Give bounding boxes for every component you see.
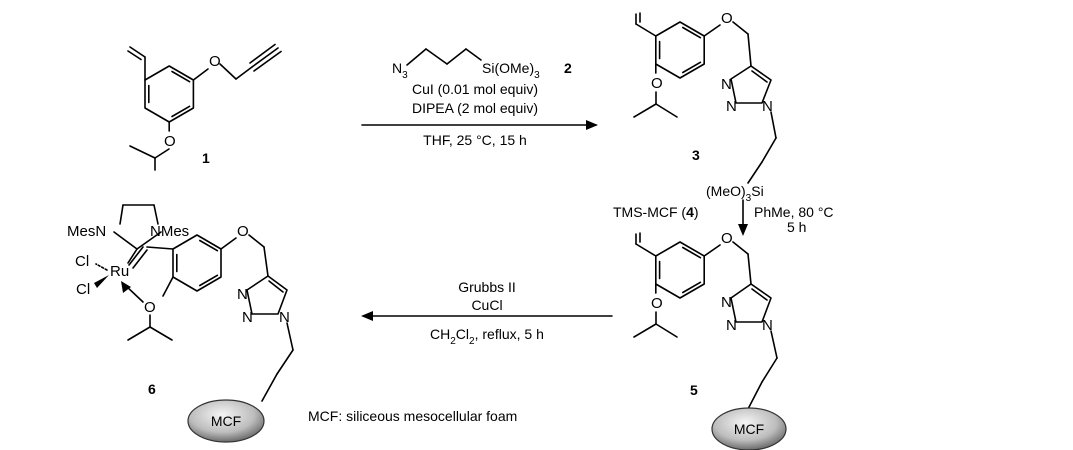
nitrogen-atom: N	[721, 76, 732, 93]
reaction-conditions: THF, 25 °C, 15 h	[423, 132, 527, 148]
reagent-line: 5 h	[787, 219, 806, 235]
reagent-line: DIPEA (2 mol equiv)	[412, 100, 538, 116]
silyl-label: (MeO)3Si	[706, 183, 764, 204]
mcf-bead-label: MCF	[734, 421, 764, 437]
chloride-atom: Cl	[75, 253, 89, 270]
silane-label: Si(OMe)3	[482, 60, 540, 81]
reagent-line: PhMe, 80 °C	[754, 204, 834, 220]
mes-nitrogen-label: NMes	[150, 223, 189, 240]
ruthenium-atom: Ru	[110, 263, 129, 280]
reagent-line: CuI (0.01 mol equiv)	[412, 81, 538, 97]
reaction-arrow-1: N3 Si(OMe)3 2 CuI (0.01 mol equiv) DIPEA…	[361, 48, 598, 148]
compound-3: O N N N (MeO)3Si O 3	[633, 10, 777, 204]
compound-label: 1	[202, 150, 210, 166]
azide-label: N3	[392, 60, 408, 81]
mes-nitrogen-label: MesN	[67, 223, 106, 240]
reagent-line: TMS-MCF (4)	[613, 204, 699, 220]
reaction-arrow-3: Grubbs II CuCl CH2Cl2, reflux, 5 h	[361, 279, 613, 347]
nitrogen-atom: N	[721, 294, 732, 311]
nitrogen-atom: N	[762, 317, 773, 334]
nitrogen-atom: N	[726, 317, 737, 334]
nitrogen-atom: N	[279, 309, 290, 326]
nitrogen-atom: N	[237, 286, 248, 303]
compound-1: O O 1	[127, 43, 282, 171]
reagent-line: CuCl	[471, 297, 502, 313]
reaction-arrow-2: TMS-MCF (4) PhMe, 80 °C 5 h	[613, 199, 834, 236]
mcf-bead	[711, 407, 787, 450]
chloride-atom: Cl	[76, 281, 90, 298]
oxygen-atom: O	[144, 299, 156, 316]
nitrogen-atom: N	[762, 98, 773, 115]
oxygen-atom: O	[721, 10, 733, 27]
reagent-line: Grubbs II	[458, 279, 516, 295]
mcf-bead-label: MCF	[211, 413, 241, 429]
compound-label: 6	[148, 381, 156, 397]
oxygen-atom: O	[164, 133, 176, 150]
mcf-bead	[187, 399, 265, 443]
compound-label: 3	[692, 147, 700, 163]
oxygen-atom: O	[721, 230, 733, 247]
compound-5: O N N N O 5 MCF	[633, 230, 787, 450]
compound-label: 5	[690, 382, 698, 398]
oxygen-atom: O	[237, 223, 249, 240]
oxygen-atom: O	[651, 295, 663, 312]
compound-6: MesN NMes Ru Cl Cl O N N N O	[67, 204, 294, 443]
oxygen-atom: O	[651, 75, 663, 92]
nitrogen-atom: N	[726, 98, 737, 115]
reaction-conditions: CH2Cl2, reflux, 5 h	[430, 326, 544, 347]
compound-label: 2	[564, 60, 572, 76]
oxygen-atom: O	[209, 53, 221, 70]
mcf-legend: MCF: siliceous mesocellular foam	[308, 408, 517, 424]
nitrogen-atom: N	[242, 309, 253, 326]
